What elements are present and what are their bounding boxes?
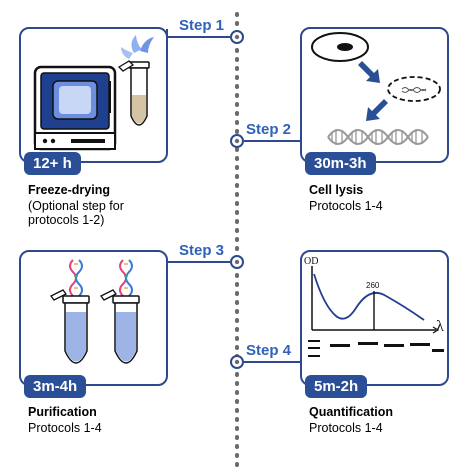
step-1-duration-badge: 12+ h <box>24 152 81 175</box>
step-2-duration-badge: 30m-3h <box>305 152 376 175</box>
arrow-down-right-icon <box>358 61 380 83</box>
step-4-duration-badge: 5m-2h <box>305 375 368 398</box>
step-3-label: Step 3 <box>179 242 225 259</box>
quantification-illustration: OD 260 λ <box>304 256 444 357</box>
lysed-cell-icon <box>387 76 441 102</box>
step-1-title: Freeze-drying <box>28 183 110 197</box>
quantification-card: OD 260 λ <box>300 250 449 386</box>
step-1-subtitle-line-1: (Optional step for <box>28 199 124 213</box>
cell-icon <box>311 32 369 62</box>
sample-tube-icon <box>117 35 154 126</box>
freeze-dryer-icon <box>33 65 117 151</box>
step-4-subtitle: Protocols 1-4 <box>309 421 383 435</box>
step-2-subtitle: Protocols 1-4 <box>309 199 383 213</box>
step-1-subtitle-line-2: protocols 1-2) <box>28 213 105 227</box>
plot-ylabel: OD <box>304 256 318 267</box>
cell-lysis-card <box>300 27 449 163</box>
tube-with-dna-icon-1 <box>50 259 90 364</box>
gel-bands <box>308 340 444 357</box>
step-2-title: Cell lysis <box>309 183 364 197</box>
tube-with-dna-icon-2 <box>100 259 140 364</box>
step-1-label: Step 1 <box>179 17 225 34</box>
purification-illustration <box>50 259 140 364</box>
absorbance-plot: OD 260 λ <box>304 256 444 335</box>
step-4-title: Quantification <box>309 405 394 419</box>
freeze-drying-card <box>19 27 168 163</box>
freeze-dryer-illustration <box>33 35 154 151</box>
step-3-subtitle: Protocols 1-4 <box>28 421 102 435</box>
peak-label: 260 <box>366 281 380 290</box>
step-4-label: Step 4 <box>246 342 292 359</box>
step-3-duration-badge: 3m-4h <box>24 375 87 398</box>
purification-card <box>19 250 168 386</box>
plot-xlabel: λ <box>436 318 444 335</box>
step-2-label: Step 2 <box>246 121 292 138</box>
step-3-title: Purification <box>28 405 97 419</box>
cell-lysis-illustration <box>311 32 441 145</box>
arrow-down-left-icon <box>366 99 388 121</box>
dna-helix-icon <box>327 129 429 145</box>
